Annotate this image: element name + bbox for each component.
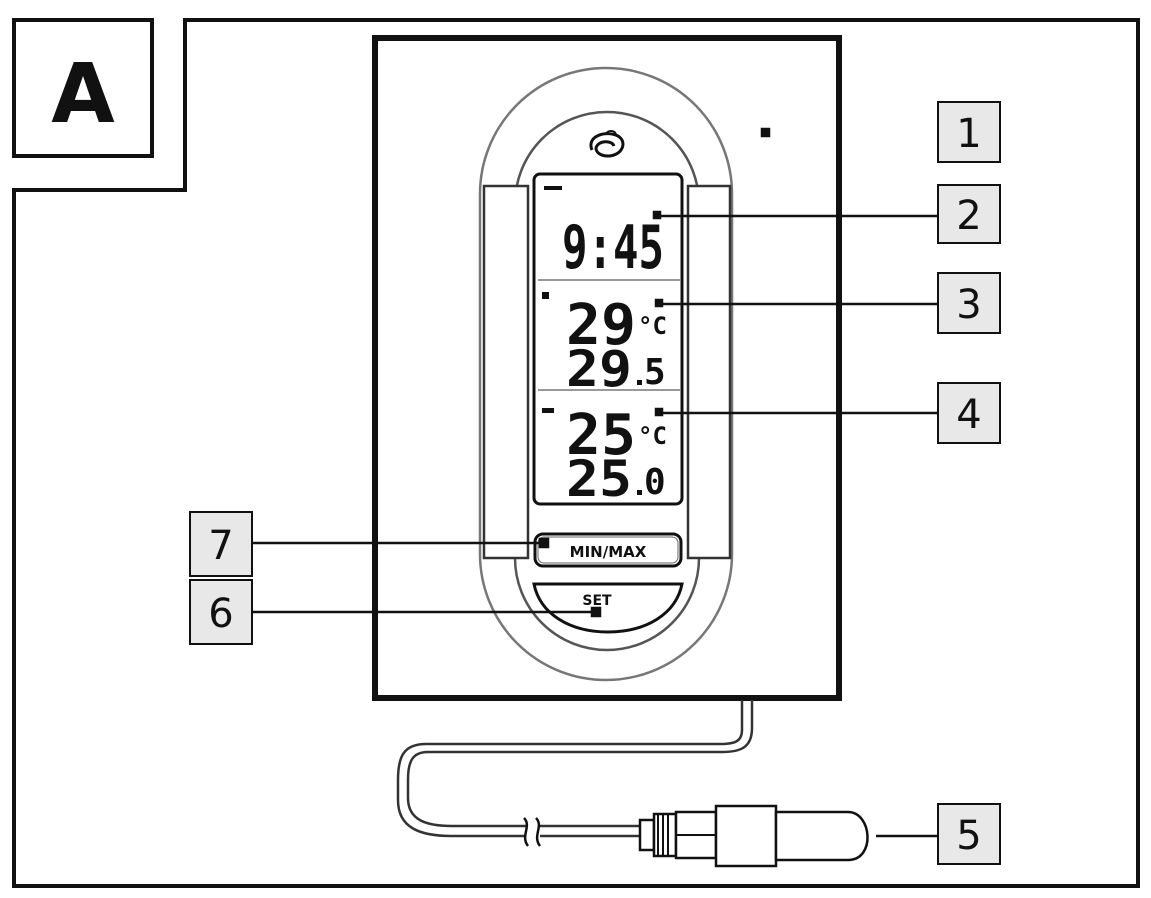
sensor-cable [396,700,754,838]
callout-4: 4 [937,382,1001,444]
device-outer-oval [478,66,734,682]
callout-3-number: 3 [956,282,981,328]
callout-7: 7 [189,511,253,577]
lcd-indoor-decimal: 5 [644,352,666,393]
lcd-indoor-decimal-point [637,380,642,385]
callout-6: 6 [189,579,253,645]
brand-logo-icon [589,130,625,158]
lcd-time: 9:45 [562,213,664,283]
lcd-outdoor-temp: 25 [566,403,636,468]
minmax-button-label: MIN/MAX [570,543,647,561]
lcd-outdoor-unit: °C [638,422,667,450]
left-rail [482,184,530,560]
outdoor-indicator-mark [542,408,554,413]
lcd-outdoor-decimal: 0 [644,462,666,503]
callout-4-number: 4 [956,392,981,438]
outer-frame [12,18,1140,888]
lcd-indoor-temp: 29 [566,293,636,358]
panel-letter-box: A [12,18,154,158]
callout-7-number: 7 [208,523,233,569]
right-rail [686,184,732,560]
callout-3: 3 [937,272,1001,334]
set-button-label: SET [582,593,612,609]
set-button[interactable]: SET [532,582,684,634]
lcd-outdoor-decimal-point [637,490,642,495]
callout-1-number: 1 [956,111,981,157]
callout-leaders [252,127,938,838]
sensor-probe [638,804,869,868]
lcd-outdoor-temp-repeat: 25 [566,450,632,508]
lcd-indoor-unit: °C [638,312,667,340]
callout-2-number: 2 [956,193,981,239]
lcd-indoor-temp-repeat: 29 [566,340,632,398]
minmax-button[interactable]: MIN/MAX [533,532,683,568]
time-indicator-mark [544,186,562,190]
callout-1: 1 [937,101,1001,163]
cable-break-mark [522,817,542,847]
callout-5-number: 5 [956,813,981,859]
callout-6-number: 6 [208,591,233,637]
callout-5: 5 [937,803,1001,865]
panel-letter: A [51,47,115,142]
lcd-screen [532,172,684,506]
callout-2: 2 [937,184,1001,244]
indoor-indicator-mark [542,292,549,299]
